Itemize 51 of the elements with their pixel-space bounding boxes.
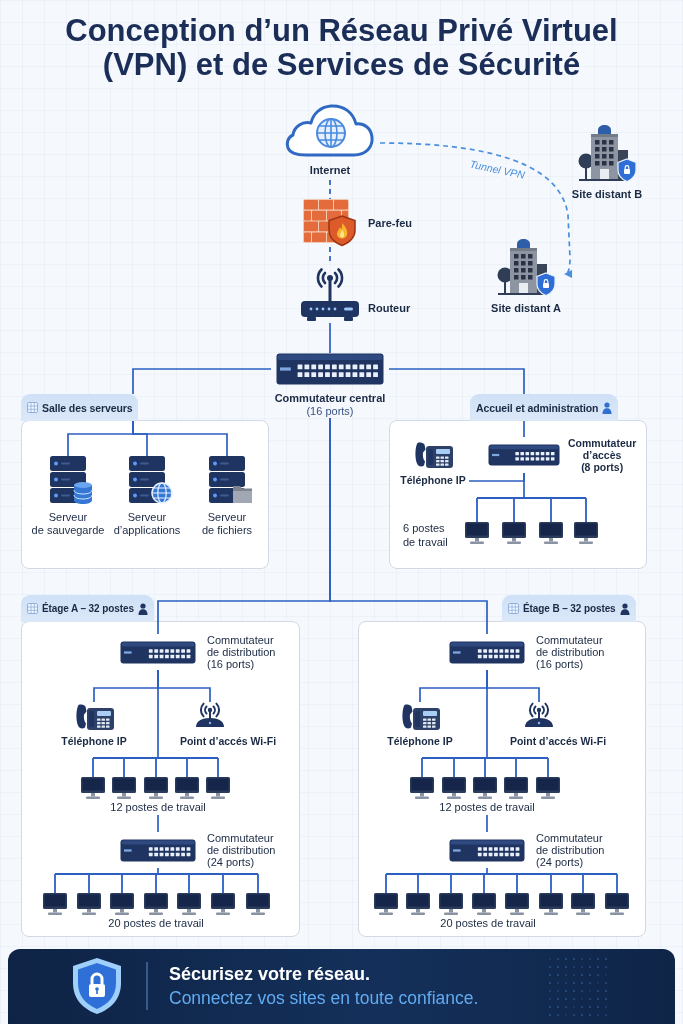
group-caption: 20 postes de travail bbox=[440, 917, 536, 930]
device-sublabel: (16 ports) bbox=[306, 405, 354, 418]
device-label: Commutateur de distribution (16 ports) bbox=[207, 634, 276, 670]
connector-line bbox=[132, 368, 272, 395]
section-title: Accueil et administration bbox=[476, 401, 599, 414]
page-title: Conception d’un Réseau Privé Virtuel (VPN) et de Services de Sécurité bbox=[64, 14, 619, 82]
group-caption: 12 postes de travail bbox=[439, 801, 535, 814]
device-label: Commutateur de distribution (24 ports) bbox=[536, 832, 605, 868]
group-caption: 12 postes de travail bbox=[110, 801, 206, 814]
group-caption: 20 postes de travail bbox=[108, 917, 204, 930]
footer-banner bbox=[8, 949, 675, 1024]
device-label: Commutateur de distribution (24 ports) bbox=[207, 832, 276, 868]
device-label: Commutateur central bbox=[274, 392, 386, 405]
device-label: Téléphone IP bbox=[61, 735, 127, 748]
device-label: Point d’accés Wi-Fi bbox=[179, 735, 277, 748]
device-label: Site distant A bbox=[491, 302, 561, 315]
section-title: Salle des serveurs bbox=[42, 401, 133, 414]
dashed-arrow bbox=[379, 142, 573, 278]
connector-line bbox=[329, 417, 488, 635]
section-title: Étage B – 32 postes bbox=[523, 603, 616, 614]
dashed-connector-line bbox=[329, 179, 331, 200]
footer-headline: Sécurisez votre réseau. bbox=[169, 963, 371, 985]
section-panel bbox=[21, 394, 269, 569]
connector-line bbox=[157, 814, 159, 833]
connector-line bbox=[157, 867, 159, 874]
connector-line bbox=[132, 420, 228, 457]
connector-line bbox=[388, 368, 525, 395]
connector-line bbox=[157, 669, 159, 758]
section-title: Étage A – 32 postes bbox=[42, 603, 134, 614]
section-panel bbox=[389, 394, 647, 569]
device-label: Commutateur de distribution (16 ports) bbox=[536, 634, 605, 670]
connector-line bbox=[486, 867, 488, 874]
device-label: Serveur de sauvegarde bbox=[31, 511, 105, 537]
section-panel bbox=[358, 595, 646, 937]
device-label: Téléphone IP bbox=[387, 735, 453, 748]
footer-tagline: Connectez vos sites en toute confiance. bbox=[169, 987, 479, 1009]
device-label: Site distant B bbox=[571, 188, 643, 201]
device-label: Internet bbox=[309, 164, 351, 177]
device-label: Routeur bbox=[368, 302, 411, 315]
device-label: Commutateur d’accès (8 ports) bbox=[568, 437, 637, 473]
device-label: Serveur d’applications bbox=[113, 511, 181, 537]
connector-line bbox=[329, 322, 331, 354]
connector-line bbox=[486, 669, 488, 758]
connector-line bbox=[486, 814, 488, 833]
connector-line bbox=[523, 472, 525, 498]
device-label: Serveur de fichiers bbox=[201, 511, 253, 537]
group-caption: 6 postes de travail bbox=[403, 521, 448, 549]
device-label: Téléphone IP bbox=[400, 474, 466, 487]
device-label: Point d’accés Wi-Fi bbox=[509, 735, 607, 748]
device-label: Pare-feu bbox=[368, 216, 413, 230]
section-panel bbox=[21, 595, 300, 937]
